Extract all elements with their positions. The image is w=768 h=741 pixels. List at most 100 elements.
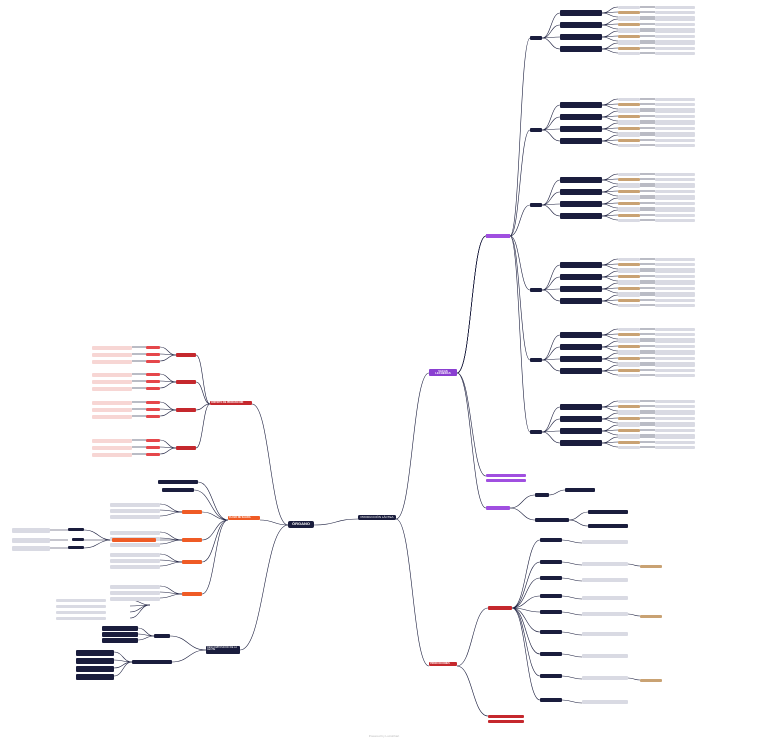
- mind-map-node[interactable]: [655, 303, 695, 307]
- mind-map-node[interactable]: [618, 411, 640, 415]
- mind-map-node[interactable]: [154, 634, 170, 638]
- mind-map-node[interactable]: [530, 288, 542, 292]
- mind-map-node[interactable]: [560, 356, 602, 362]
- mind-map-node[interactable]: [618, 39, 640, 43]
- mind-map-node[interactable]: [146, 359, 160, 363]
- mind-map-node[interactable]: [655, 15, 695, 19]
- mind-map-node[interactable]: [655, 201, 695, 205]
- mind-map-node[interactable]: [146, 414, 160, 418]
- mind-map-node[interactable]: [110, 552, 160, 557]
- mind-map-node[interactable]: [618, 201, 640, 205]
- mind-map-node[interactable]: [618, 298, 640, 302]
- mind-map-node[interactable]: [618, 286, 640, 290]
- mind-map-node[interactable]: [655, 172, 695, 176]
- mind-map-node[interactable]: [618, 416, 640, 420]
- mind-map-node[interactable]: [176, 446, 196, 450]
- mind-map-node[interactable]: [618, 41, 640, 45]
- mind-map-node[interactable]: [618, 194, 640, 198]
- mind-map-node[interactable]: [488, 715, 524, 718]
- mind-map-node[interactable]: [655, 119, 695, 123]
- mind-map-node[interactable]: [182, 510, 202, 514]
- mind-map-node[interactable]: [655, 34, 695, 38]
- mind-map-node[interactable]: [655, 177, 695, 181]
- mind-map-node[interactable]: [92, 379, 132, 384]
- mind-map-node[interactable]: [582, 596, 628, 600]
- mind-map-node[interactable]: [655, 213, 695, 217]
- mind-map-node[interactable]: [655, 332, 695, 336]
- mind-map-node[interactable]: [655, 440, 695, 444]
- mind-map-node[interactable]: [110, 590, 160, 595]
- mind-map-node[interactable]: [540, 652, 562, 656]
- mind-map-node[interactable]: [655, 293, 695, 297]
- mind-map-node[interactable]: [560, 440, 602, 446]
- mind-map-node[interactable]: [618, 349, 640, 353]
- mind-map-node[interactable]: [72, 538, 84, 541]
- mind-map-node[interactable]: [618, 22, 640, 26]
- mind-map-node[interactable]: [655, 22, 695, 26]
- mind-map-node[interactable]: [655, 196, 695, 200]
- mind-map-node[interactable]: [12, 528, 50, 533]
- mind-map-node[interactable]: [110, 558, 160, 563]
- mind-map-node[interactable]: [146, 452, 160, 456]
- mind-map-node[interactable]: [618, 172, 640, 176]
- mind-map-node[interactable]: [618, 351, 640, 355]
- mind-map-node[interactable]: [655, 435, 695, 439]
- mind-map-node[interactable]: [618, 421, 640, 425]
- mind-map-node[interactable]: [102, 626, 138, 631]
- mind-map-node[interactable]: [655, 133, 695, 137]
- mind-map-node[interactable]: [535, 518, 569, 522]
- mind-map-node[interactable]: [560, 102, 602, 108]
- mind-map-node[interactable]: [655, 121, 695, 125]
- mind-map-node[interactable]: [92, 345, 132, 350]
- mind-map-node[interactable]: [486, 474, 526, 477]
- mind-map-node[interactable]: [560, 286, 602, 292]
- mind-map-node[interactable]: [618, 15, 640, 19]
- mind-map-node[interactable]: [146, 379, 160, 383]
- mind-map-node[interactable]: [540, 538, 562, 542]
- mind-map-node[interactable]: [618, 368, 640, 372]
- mind-map-node[interactable]: [655, 184, 695, 188]
- mind-map-node[interactable]: [176, 380, 196, 384]
- mind-map-node[interactable]: [618, 34, 640, 38]
- mind-map-node[interactable]: [110, 514, 160, 519]
- mind-map-node[interactable]: [655, 46, 695, 50]
- mind-map-node[interactable]: [618, 337, 640, 341]
- mind-map-node[interactable]: [655, 267, 695, 271]
- mind-map-node[interactable]: [56, 610, 106, 614]
- mind-map-node[interactable]: [560, 332, 602, 338]
- mind-map-node[interactable]: [540, 630, 562, 634]
- mind-map-node[interactable]: [530, 128, 542, 132]
- mind-map-node[interactable]: [618, 361, 640, 365]
- mind-map-node[interactable]: [540, 698, 562, 702]
- mind-map-node[interactable]: [535, 493, 549, 497]
- mind-map-node[interactable]: [146, 372, 160, 376]
- mind-map-node[interactable]: [618, 177, 640, 181]
- mind-map-node[interactable]: [655, 262, 695, 266]
- mind-map-node[interactable]: [655, 107, 695, 111]
- mind-map-node[interactable]: [582, 578, 628, 582]
- mind-map-node[interactable]: [618, 433, 640, 437]
- mind-map-node[interactable]: [618, 107, 640, 111]
- mind-map-node[interactable]: [102, 632, 138, 637]
- mind-map-node[interactable]: [110, 502, 160, 507]
- mind-map-node[interactable]: [486, 234, 510, 238]
- mind-map-node[interactable]: [618, 133, 640, 137]
- mind-map-node[interactable]: [655, 279, 695, 283]
- mind-map-node[interactable]: [618, 109, 640, 113]
- mind-map-node[interactable]: [110, 530, 160, 535]
- mind-map-node[interactable]: [560, 213, 602, 219]
- mind-map-node[interactable]: [655, 126, 695, 130]
- mind-map-node[interactable]: [655, 291, 695, 295]
- mind-map-node[interactable]: [56, 598, 106, 602]
- mind-map-node[interactable]: [655, 97, 695, 101]
- mind-map-node[interactable]: [655, 344, 695, 348]
- mind-map-node[interactable]: [92, 445, 132, 450]
- mind-map-node[interactable]: [655, 286, 695, 290]
- branch-descomposicion[interactable]: DESCOMPOSICIÓN DE LA LECHE: [206, 646, 240, 654]
- mind-map-node[interactable]: [618, 102, 640, 106]
- mind-map-node[interactable]: [110, 584, 160, 589]
- mind-map-node[interactable]: [540, 610, 562, 614]
- mind-map-node[interactable]: [530, 203, 542, 207]
- mind-map-node[interactable]: [655, 339, 695, 343]
- mind-map-node[interactable]: [618, 29, 640, 33]
